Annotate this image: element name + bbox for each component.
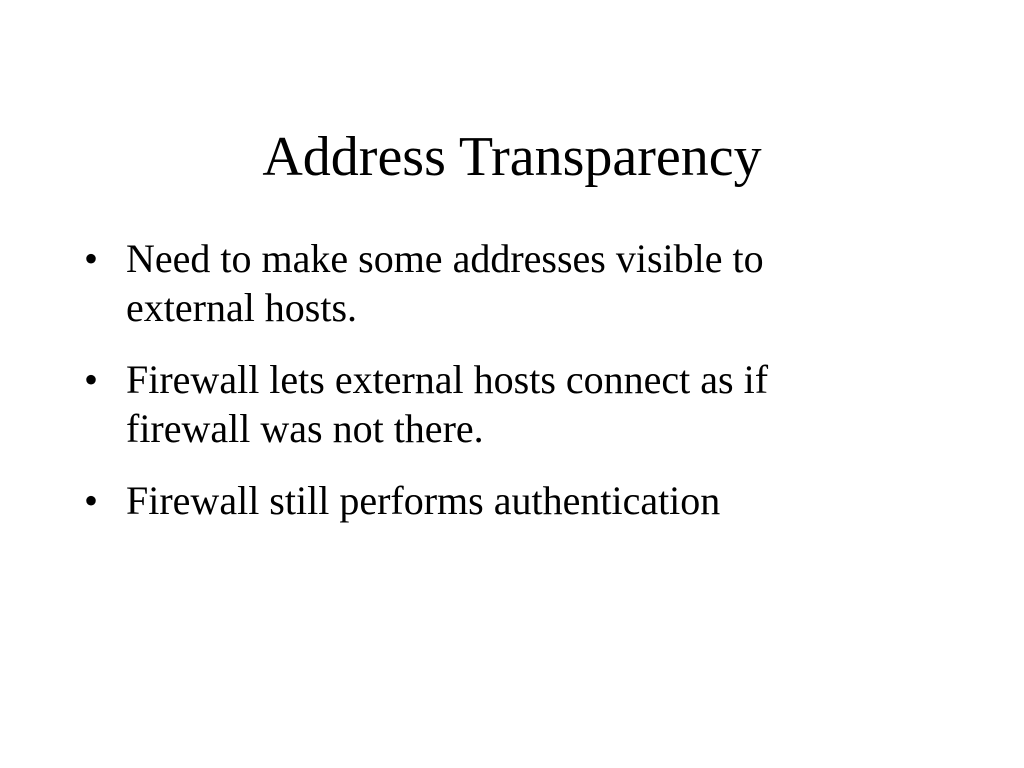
bullet-marker: • <box>84 357 99 402</box>
bullet-marker: • <box>84 236 99 281</box>
slide-title: Address Transparency <box>262 126 762 188</box>
bullet-text: Firewall still performs authentication <box>126 478 721 523</box>
bullet-item: • Need to make some addresses visible to… <box>84 234 884 332</box>
bullet-item: • Firewall still performs authentication <box>84 476 884 525</box>
bullet-marker: • <box>84 478 99 523</box>
bullet-list: • Need to make some addresses visible to… <box>84 234 884 548</box>
bullet-text: Firewall lets external hosts connect as … <box>126 357 769 451</box>
bullet-text: Need to make some addresses visible to e… <box>126 236 764 330</box>
bullet-item: • Firewall lets external hosts connect a… <box>84 355 884 453</box>
